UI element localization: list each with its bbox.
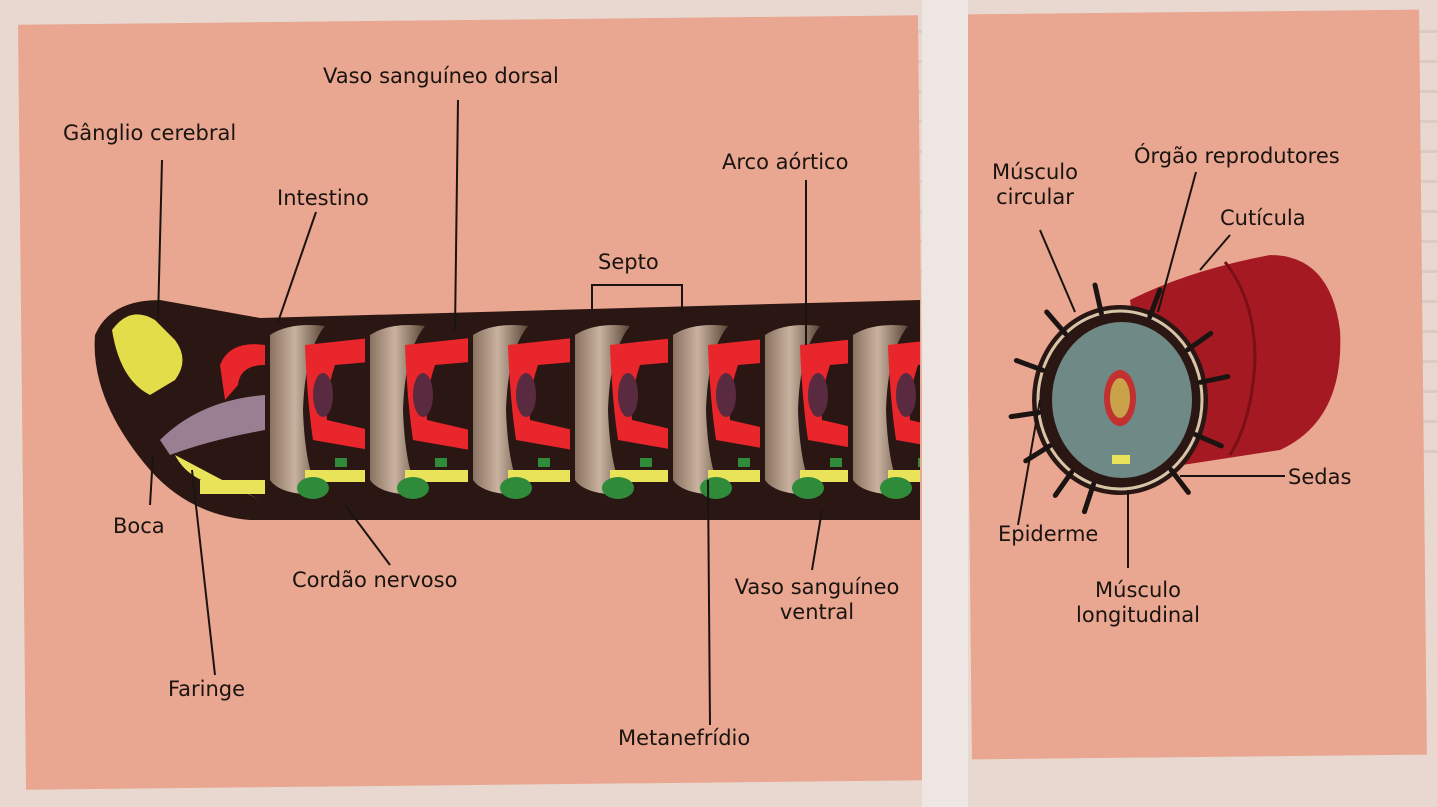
label-circular-muscle-line2: circular bbox=[985, 185, 1085, 210]
nephridium bbox=[500, 477, 532, 499]
segment bbox=[848, 318, 953, 508]
label-mouth: Boca bbox=[113, 514, 165, 539]
segment bbox=[365, 318, 470, 508]
nephridium bbox=[602, 477, 634, 499]
segment bbox=[668, 318, 773, 508]
label-circular-muscle: Músculo circular bbox=[985, 160, 1085, 210]
label-ventral-vessel-line2: ventral bbox=[722, 600, 912, 625]
label-epidermis: Epiderme bbox=[998, 522, 1098, 547]
label-nerve-cord: Cordão nervoso bbox=[292, 568, 457, 593]
seta bbox=[1055, 472, 1071, 495]
nephridium bbox=[397, 477, 429, 499]
label-longitudinal-muscle-line2: longitudinal bbox=[1068, 603, 1208, 628]
segment bbox=[468, 318, 573, 508]
label-septum: Septo bbox=[598, 250, 659, 275]
nephridium bbox=[880, 477, 912, 499]
nephridium bbox=[700, 477, 732, 499]
segments bbox=[265, 318, 953, 508]
label-longitudinal-muscle: Músculo longitudinal bbox=[1068, 578, 1208, 628]
seta bbox=[1047, 312, 1066, 334]
label-metanephridium: Metanefrídio bbox=[618, 726, 750, 751]
label-ventral-vessel-line1: Vaso sanguíneo bbox=[722, 575, 912, 600]
label-intestine: Intestino bbox=[277, 186, 369, 211]
nephridium bbox=[297, 477, 329, 499]
label-cerebral-ganglion: Gânglio cerebral bbox=[63, 121, 236, 146]
label-dorsal-vessel: Vaso sanguíneo dorsal bbox=[323, 64, 559, 89]
label-longitudinal-muscle-line1: Músculo bbox=[1068, 578, 1208, 603]
label-reproductive-organs: Órgão reprodutores bbox=[1134, 144, 1340, 169]
label-pharynx: Faringe bbox=[168, 677, 245, 702]
label-circular-muscle-line1: Músculo bbox=[985, 160, 1085, 185]
label-ventral-vessel: Vaso sanguíneo ventral bbox=[722, 575, 912, 625]
label-aortic-arch: Arco aórtico bbox=[722, 150, 848, 175]
segment bbox=[570, 318, 675, 508]
segment bbox=[265, 318, 370, 508]
label-cuticle: Cutícula bbox=[1220, 206, 1306, 231]
label-setae: Sedas bbox=[1288, 465, 1351, 490]
seta bbox=[1171, 470, 1188, 493]
nephridium bbox=[792, 477, 824, 499]
